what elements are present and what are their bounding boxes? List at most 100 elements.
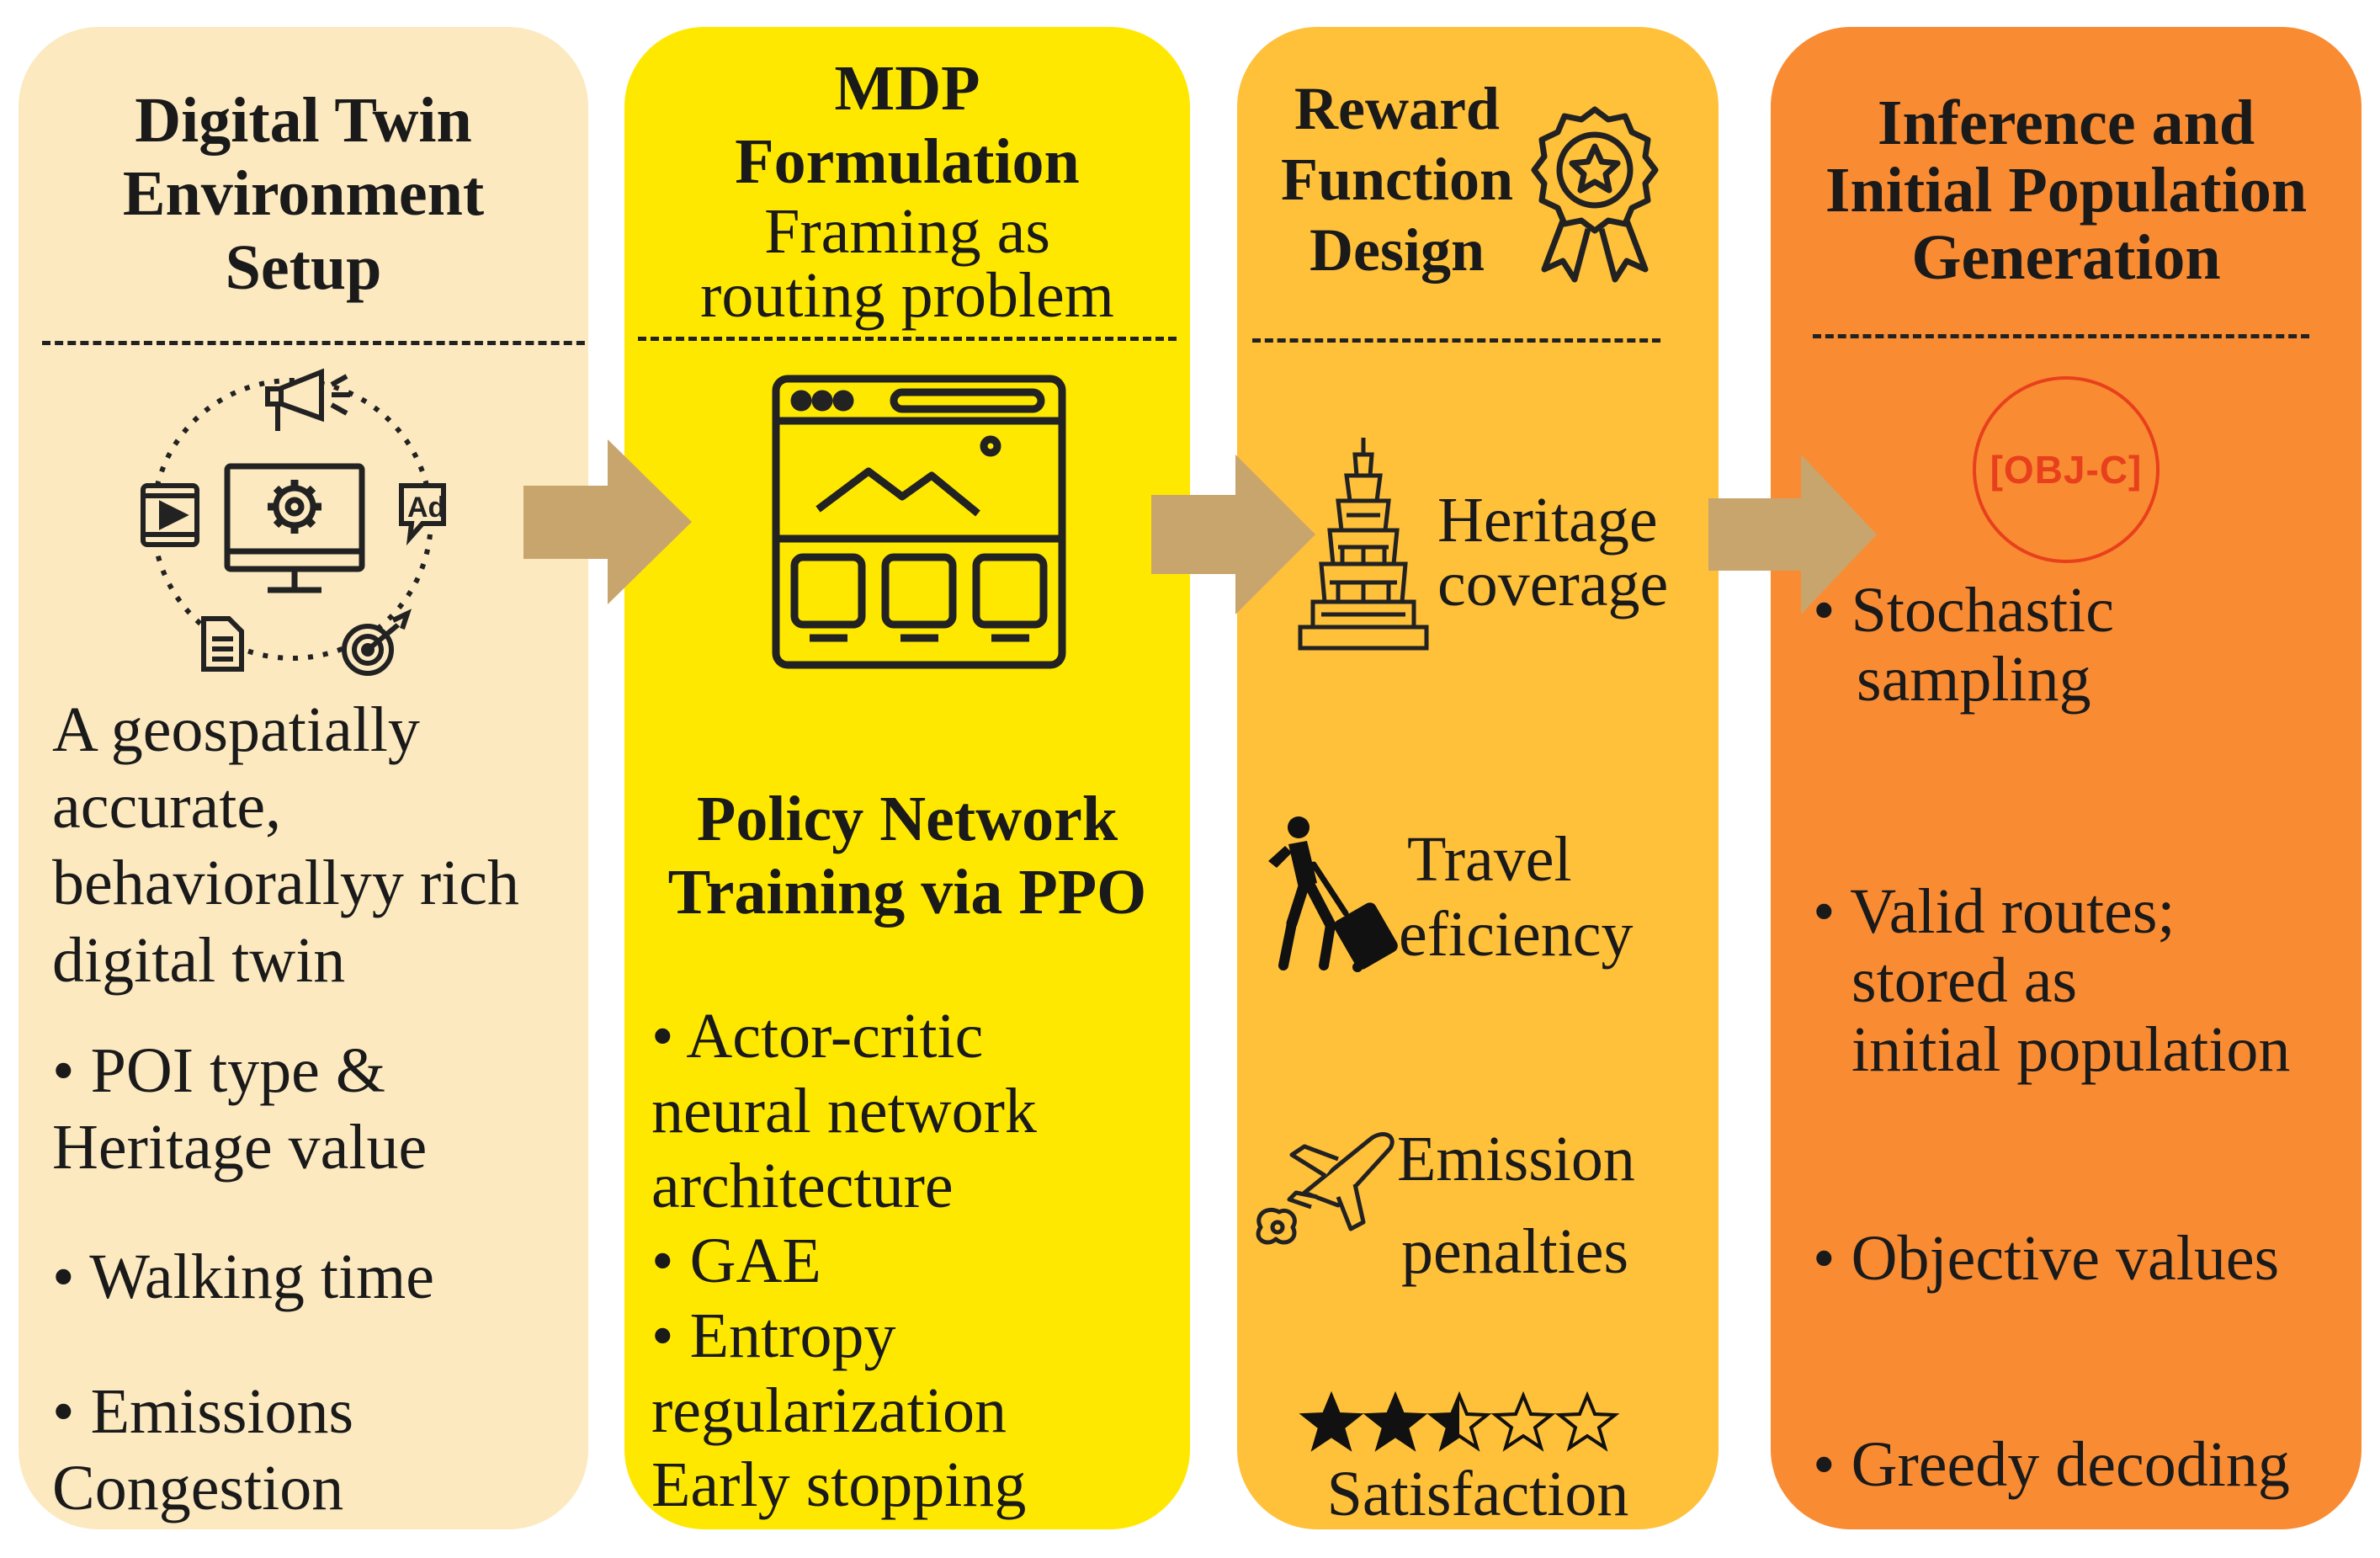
reward-label-line: Emission [1397, 1124, 1635, 1194]
bullet-line: Early stopping [651, 1449, 1027, 1521]
arrow-1-to-2 [523, 439, 692, 604]
airplane-emission-icon [1256, 1132, 1395, 1245]
bullet-line: • Emissions [52, 1376, 354, 1447]
document-icon [201, 616, 244, 672]
video-icon [141, 483, 199, 547]
panel1-title-line: Setup [225, 231, 382, 303]
panel1-divider [42, 341, 588, 345]
reward-label-line: penalties [1401, 1216, 1629, 1288]
reward-label-line: Travel [1407, 824, 1572, 895]
browser-window-icon [772, 375, 1066, 669]
description-line: accurate, [52, 771, 282, 843]
reward-satisfaction-label: Satisfaction [1237, 1458, 1719, 1529]
bullet-line: Congestion [52, 1453, 344, 1524]
bullet-line: • GAE [651, 1225, 821, 1296]
bullet-objective-values: • Objective values [1813, 1222, 2279, 1295]
bullet-line: • Walking time [52, 1242, 434, 1312]
panel2-section-title: Policy Network Training via PPO [624, 783, 1190, 930]
panel4-title-line: Generation [1911, 221, 2221, 293]
bullet-line: • Greedy decoding [1813, 1429, 2290, 1500]
obj-c-badge-text: [OBJ-C] [1990, 448, 2143, 492]
stars-group [1302, 1394, 1617, 1449]
arrow-2-to-3 [1151, 455, 1315, 614]
bullet-line: sampling [1857, 644, 2091, 715]
panel4-title: Inference and Initial Population Generat… [1771, 88, 2361, 293]
bullet-line: neural network [651, 1075, 1037, 1146]
rating-star [1366, 1394, 1425, 1449]
panel3-title-line: Reward [1294, 75, 1500, 142]
panel1-title: Digital Twin Environment Setup [19, 84, 588, 305]
panel1-title-line: Digital Twin [135, 85, 472, 156]
panel3-title-line: Design [1309, 216, 1485, 284]
reward-label-line: Heritage [1437, 485, 1658, 556]
bullet-line: • Objective values [1813, 1223, 2280, 1294]
bullet-line: stored as [1851, 945, 2078, 1017]
ad-icon: Ad [399, 483, 446, 546]
reward-emission-label: Emission penalties [1397, 1113, 1635, 1298]
description-line: digital twin [52, 924, 346, 996]
bullet-line: Heritage value [52, 1112, 428, 1183]
panel2-title-line: Formulation [735, 126, 1080, 198]
target-icon [342, 609, 412, 676]
bullet-line: • Valid routes; [1813, 876, 2175, 947]
monitor-gear-icon [224, 463, 365, 593]
star-rating-icon [1302, 1394, 1617, 1449]
panel2-subtitle: Framing as routing problem [624, 199, 1190, 327]
bullet-emissions: • Emissions Congestion [52, 1374, 353, 1527]
temple-icon [1298, 438, 1429, 651]
bullet-greedy: • Greedy decoding [1813, 1428, 2290, 1502]
rating-star [1430, 1394, 1489, 1449]
panel3-title-line: Function [1280, 146, 1514, 214]
obj-c-badge: [OBJ-C] [1973, 376, 2160, 563]
reward-heritage-label: Heritage coverage [1437, 488, 1668, 616]
description-line: behaviorallyy rich [52, 848, 520, 919]
bullet-walking-time: • Walking time [52, 1239, 434, 1316]
bullet-line: • POI type & [52, 1035, 386, 1106]
bullet-line: initial population [1851, 1014, 2291, 1086]
arrow-3-to-4 [1708, 455, 1877, 614]
panel1-title-line: Environment [122, 158, 485, 230]
section-title-line: Training via PPO [667, 857, 1147, 928]
rating-star [1558, 1394, 1617, 1449]
reward-label-line: eficiency [1399, 898, 1634, 970]
panel-reward-function: Reward Function Design H [1237, 27, 1719, 1529]
bullet-line: • Actor-critic [651, 1001, 984, 1071]
svg-text:Ad: Ad [407, 492, 445, 524]
reward-label-line: Satisfaction [1326, 1459, 1629, 1529]
panel2-title-line: MDP [834, 53, 980, 124]
award-badge-icon [1531, 106, 1659, 283]
section-title-line: Policy Network [696, 784, 1118, 854]
panel4-title-line: Initial Population [1825, 154, 2308, 226]
panel4-divider [1813, 334, 2309, 338]
rating-star [1302, 1394, 1361, 1449]
arrow-shape [523, 439, 692, 604]
bullet-line: • Entropy [651, 1300, 896, 1371]
arrow-shape [1151, 455, 1315, 614]
panel4-title-line: Inference and [1877, 88, 2255, 158]
arrow-shape [1708, 455, 1877, 614]
bullet-line: • Stochastic [1813, 575, 2114, 646]
panel3-title: Reward Function Design [1254, 73, 1540, 286]
bullet-valid-routes: • Valid routes; stored as initial popula… [1813, 877, 2290, 1084]
traveler-icon [1268, 816, 1398, 972]
panel2-title: MDP Formulation [624, 52, 1190, 199]
panel3-divider [1252, 338, 1660, 343]
rating-star [1494, 1394, 1553, 1449]
description-line: A geospatially [52, 694, 420, 765]
subtitle-line: Framing as [764, 196, 1050, 267]
reward-travel-label: Travel eficiency [1399, 822, 1633, 972]
subtitle-line: routing problem [700, 260, 1114, 331]
digital-twin-icon-cluster: Ad [141, 368, 446, 676]
reward-label-line: coverage [1437, 549, 1669, 619]
bullet-line: regularization [651, 1375, 1007, 1446]
panel2-bullets: • Actor-critic neural network architectu… [651, 999, 1037, 1523]
panel-digital-twin: Digital Twin Environment Setup [19, 27, 588, 1529]
bullet-stochastic: • Stochastic sampling [1813, 576, 2114, 714]
bullet-line: architecture [651, 1150, 954, 1221]
megaphone-icon [265, 368, 350, 431]
bullet-poi: • POI type & Heritage value [52, 1033, 427, 1186]
panel-mdp-formulation: MDP Formulation Framing as routing probl… [624, 27, 1190, 1529]
panel2-divider [638, 337, 1177, 341]
panel-inference: Inference and Initial Population Generat… [1771, 27, 2361, 1529]
panel1-description: A geospatially accurate, behaviorallyy r… [52, 692, 519, 999]
